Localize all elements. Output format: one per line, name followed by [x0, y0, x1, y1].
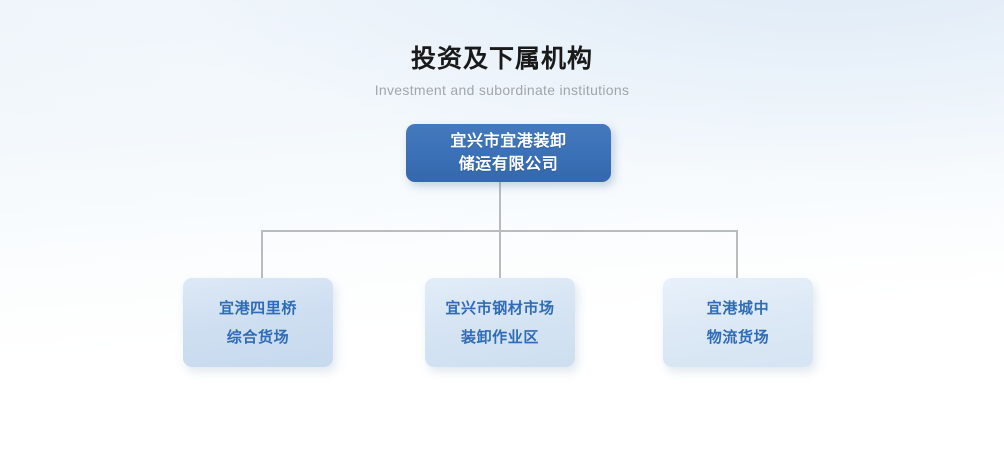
org-node-child-1[interactable]: 宜兴市钢材市场 装卸作业区	[425, 278, 575, 367]
org-node-child-0-line-2: 综合货场	[226, 328, 290, 346]
org-node-child-0[interactable]: 宜港四里桥 综合货场	[183, 278, 333, 367]
org-node-root-line-2: 储运有限公司	[458, 156, 559, 173]
org-node-child-2[interactable]: 宜港城中 物流货场	[663, 278, 813, 367]
org-node-root-line-1: 宜兴市宜港装卸	[450, 133, 567, 150]
org-node-child-1-line-1: 宜兴市钢材市场	[445, 299, 555, 317]
org-node-child-1-line-2: 装卸作业区	[460, 328, 539, 346]
page-title: 投资及下属机构	[410, 45, 593, 73]
org-node-root[interactable]: 宜兴市宜港装卸 储运有限公司	[406, 124, 611, 182]
chart-heading: 投资及下属机构 Investment and subordinate insti…	[0, 44, 1004, 99]
org-node-child-2-line-1: 宜港城中	[706, 299, 770, 317]
page-subtitle: Investment and subordinate institutions	[374, 82, 630, 98]
org-node-child-0-line-1: 宜港四里桥	[218, 299, 297, 317]
org-node-child-2-line-2: 物流货场	[706, 328, 770, 346]
